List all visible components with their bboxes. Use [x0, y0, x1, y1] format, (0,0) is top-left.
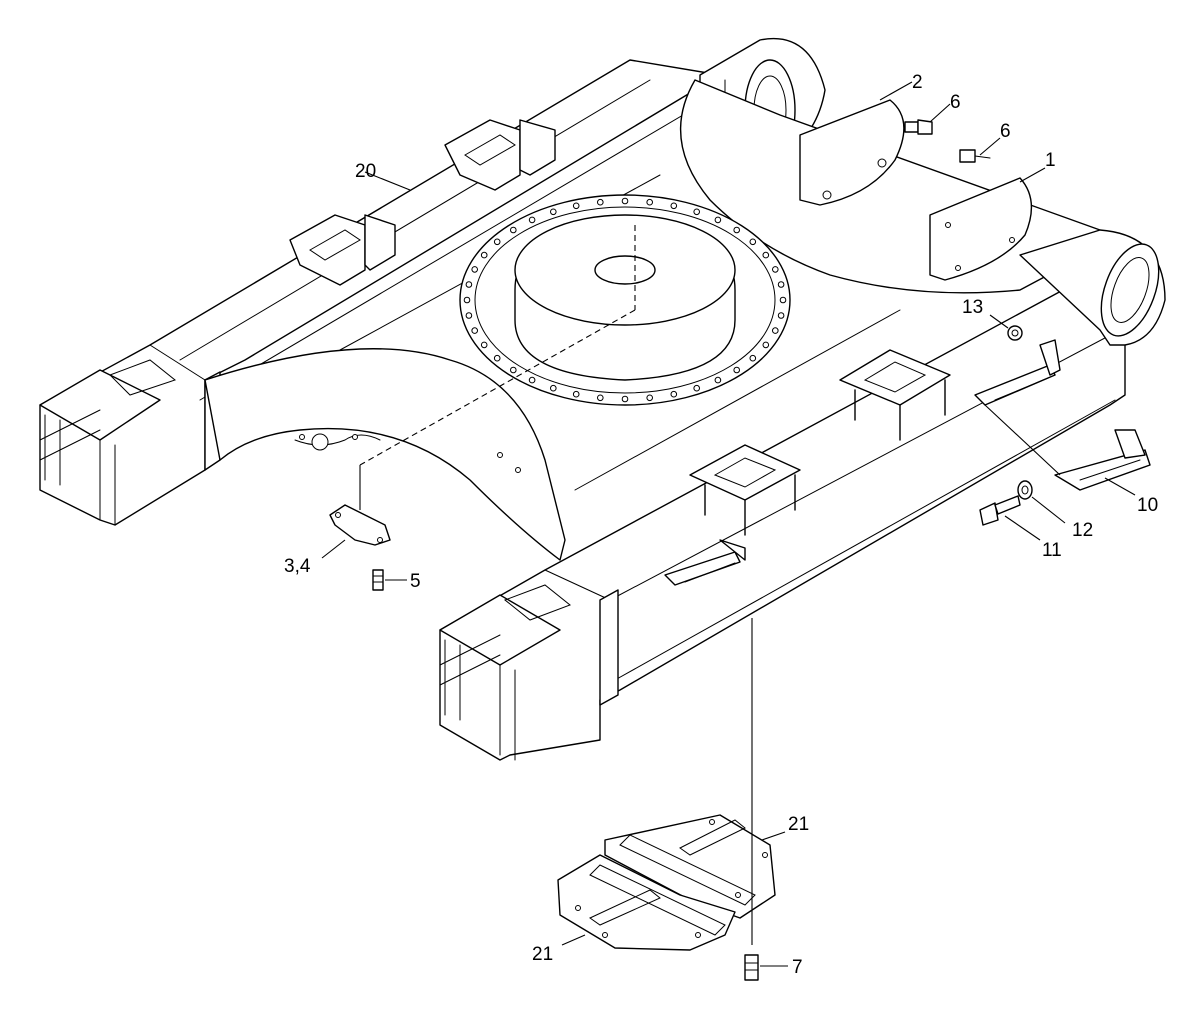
bearing-bolt-hole	[510, 366, 517, 374]
bolt-6-upper	[904, 119, 933, 135]
bearing-bolt-hole	[572, 202, 580, 210]
bearing-bolt-hole	[714, 376, 722, 384]
bearing-bolt-hole	[465, 281, 473, 288]
bearing-bolt-hole	[646, 198, 654, 206]
front-track-guide-bracket-2	[689, 444, 801, 536]
bearing-bolt-hole	[670, 390, 678, 398]
callout-7: 7	[792, 957, 803, 978]
bearing-bolt-hole	[777, 312, 785, 319]
callout-21-lower: 21	[532, 944, 553, 965]
front-sprocket-bracket	[1019, 229, 1166, 346]
bearing-bolt-hole	[749, 238, 757, 246]
bearing-bolt-hole	[550, 208, 557, 216]
bearing-bolt-hole	[510, 226, 517, 234]
callout-6a: 6	[950, 92, 961, 113]
bearing-bolt-hole	[493, 354, 501, 362]
callout-13: 13	[962, 297, 983, 318]
cover-plate-2	[799, 99, 905, 206]
bearing-bolt-hole	[493, 238, 501, 246]
bearing-bolt-hole	[772, 327, 779, 334]
plate-3-4	[329, 504, 391, 546]
bearing-bolt-hole	[733, 226, 741, 234]
callout-6b: 6	[1000, 121, 1011, 142]
track-guard-lower	[664, 539, 746, 586]
callout-3-4: 3,4	[284, 556, 311, 577]
callout-21-upper: 21	[788, 814, 809, 835]
bearing-bolt-hole	[480, 341, 488, 349]
leader-track-guard	[984, 404, 1061, 476]
bearing-bolt-holes	[463, 197, 787, 403]
callout-12: 12	[1072, 520, 1093, 541]
bearing-bolt-hole	[693, 384, 701, 392]
track-guard-10	[1054, 429, 1151, 491]
callout-leaders	[321, 81, 1136, 967]
callout-5: 5	[410, 571, 421, 592]
bearing-bolt-hole	[597, 198, 604, 206]
bolt-7	[744, 954, 759, 981]
washer-12	[1017, 480, 1033, 500]
bearing-bolt-hole	[779, 296, 787, 304]
bearing-bolt-hole	[621, 395, 629, 403]
bolt-5	[372, 569, 384, 591]
track-guard-upper	[974, 339, 1061, 406]
front-track-guide-bracket-1	[839, 349, 951, 441]
shoe-plate-21-lower	[557, 854, 736, 951]
bearing-bolt-hole	[714, 216, 722, 224]
swing-bearing	[459, 194, 791, 406]
bearing-bolt-hole	[762, 251, 770, 259]
bearing-bolt-hole	[777, 281, 785, 288]
bearing-bolt-hole	[621, 197, 629, 205]
bearing-bolt-hole	[572, 390, 580, 398]
bearing-bolt-hole	[550, 384, 557, 392]
nut-13	[1007, 325, 1023, 341]
bearing-bolt-hole	[693, 208, 701, 216]
callout-2: 2	[912, 72, 923, 93]
bearing-bolt-hole	[646, 394, 654, 402]
bearing-bolt-hole	[772, 266, 779, 273]
shoe-plate-21-upper	[604, 814, 776, 919]
callout-1: 1	[1045, 150, 1056, 171]
callout-labels: 2 6 6 1 20 13 10 12 11 3,4 5 21 21 7	[284, 72, 1158, 978]
bearing-bolt-hole	[465, 312, 473, 319]
bearing-bolt-hole	[733, 366, 741, 374]
bearing-bolt-hole	[480, 251, 488, 259]
callout-10: 10	[1137, 495, 1158, 516]
bearing-bolt-hole	[463, 296, 471, 304]
center-axis-projection	[359, 309, 636, 466]
bearing-bolt-hole	[471, 266, 479, 273]
rear-track-guide-bracket-1	[444, 119, 556, 191]
bearing-bolt-hole	[471, 327, 479, 334]
callout-11: 11	[1042, 540, 1062, 561]
bearing-bolt-hole	[670, 202, 678, 210]
bearing-bolt-hole	[528, 376, 536, 384]
bearing-bolt-hole	[749, 354, 757, 362]
bolt-11	[979, 495, 1021, 526]
bearing-bolt-hole	[528, 216, 536, 224]
bearing-bolt-hole	[597, 394, 604, 402]
bearing-bolt-hole	[762, 341, 770, 349]
cover-plate-1	[929, 177, 1033, 281]
bolt-6-lower	[959, 149, 991, 163]
rear-track-guide-bracket-2	[289, 214, 396, 286]
callout-20: 20	[355, 161, 376, 182]
